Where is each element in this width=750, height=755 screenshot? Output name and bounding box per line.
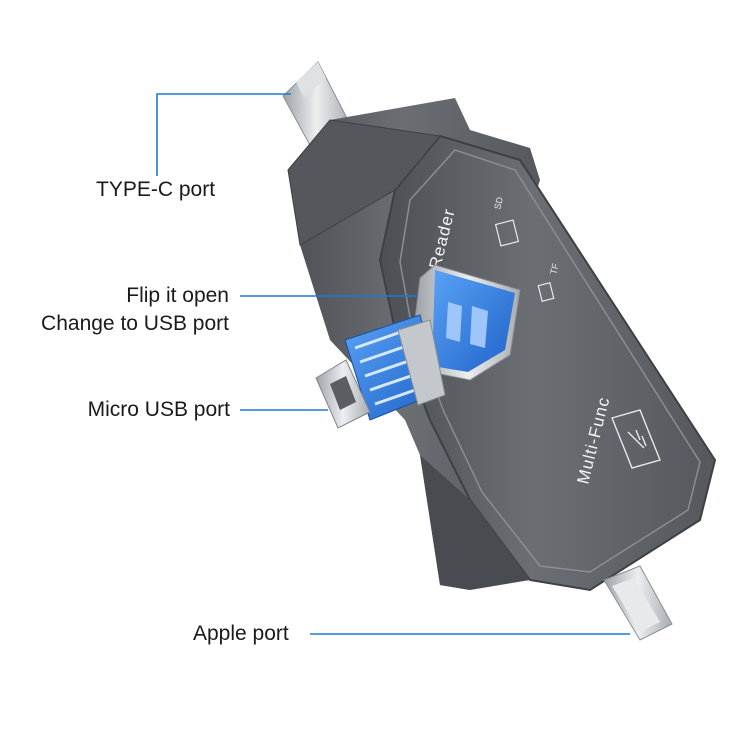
callout-lines bbox=[156, 93, 630, 635]
usb-symbol-icon bbox=[611, 409, 661, 469]
callout-flip-open: Flip it open Change to USB port bbox=[41, 282, 229, 338]
sd-slot-label: SD bbox=[492, 195, 505, 210]
sd-slot-icon: SD bbox=[492, 195, 520, 247]
micro-usb-connector bbox=[315, 359, 371, 429]
tf-slot-label: TF bbox=[548, 262, 560, 276]
callout-flip-line-2: Change to USB port bbox=[41, 312, 229, 335]
callout-line-type-c bbox=[156, 93, 291, 176]
usb-a-connector bbox=[344, 264, 521, 421]
callout-micro-usb-port: Micro USB port bbox=[87, 398, 230, 421]
callout-apple-port: Apple port bbox=[193, 622, 289, 645]
tf-slot-icon: TF bbox=[537, 262, 561, 302]
callout-flip-line-1: Flip it open bbox=[126, 284, 229, 307]
apple-connector bbox=[603, 565, 673, 641]
callout-type-c-port: TYPE-C port bbox=[96, 178, 216, 201]
